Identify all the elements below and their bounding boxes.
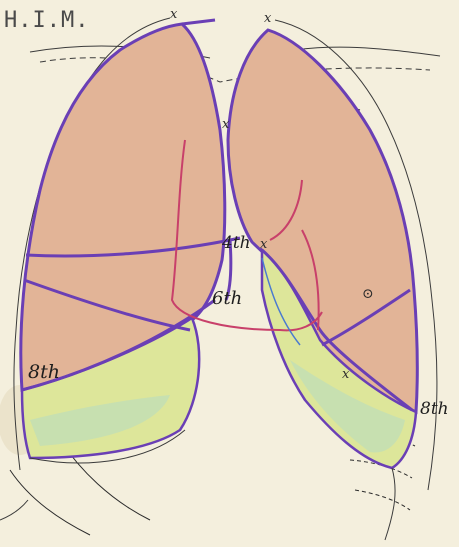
label-6th: 6th [212, 288, 242, 309]
circle-mark: ⊙ [362, 286, 374, 302]
x-mark-lower: x [342, 367, 350, 382]
label-8th-right: 8th [420, 399, 449, 419]
label-8th-left: 8th [28, 361, 60, 383]
label-4th: 4th [221, 233, 251, 253]
x-mark-center: x [222, 117, 230, 132]
x-mark-top-left: x [170, 7, 178, 22]
x-mark-top-right: x [264, 11, 272, 26]
x-mark-4th: x [260, 237, 268, 252]
